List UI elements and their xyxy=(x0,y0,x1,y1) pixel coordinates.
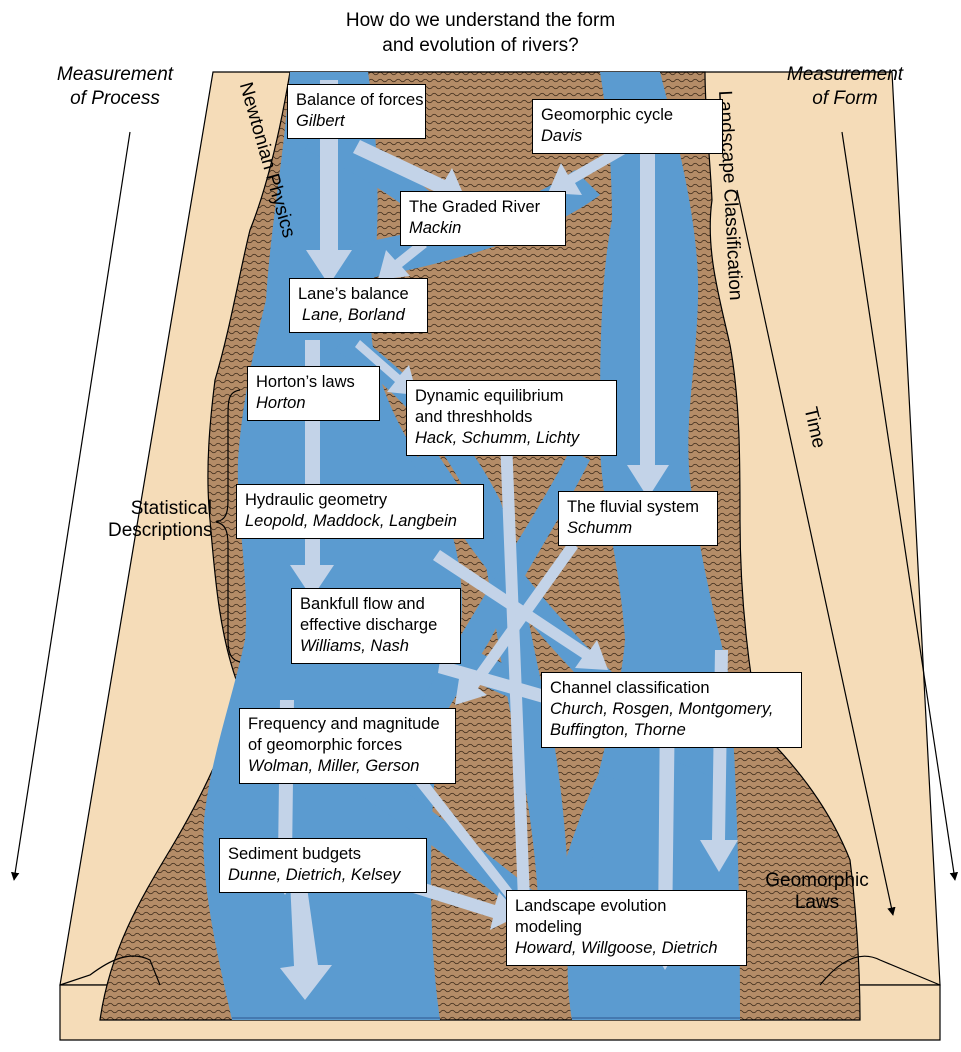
left-heading-line-2: of Process xyxy=(40,87,190,111)
concept-sediment-budgets: Sediment budgets Dunne, Dietrich, Kelsey xyxy=(219,838,427,893)
right-heading-line-1: Measurement xyxy=(770,63,920,87)
concept-authors: Howard, Willgoose, Dietrich xyxy=(515,938,738,959)
concept-name: Landscape evolution xyxy=(515,896,738,917)
concept-authors: Gilbert xyxy=(296,111,417,132)
concept-name-line-2: and threshholds xyxy=(415,407,608,428)
left-heading-line-1: Measurement xyxy=(40,63,190,87)
left-heading: Measurement of Process xyxy=(40,63,190,111)
concept-geomorphic-cycle: Geomorphic cycle Davis xyxy=(532,99,723,154)
concept-authors: Church, Rosgen, Montgomery, Buffington, … xyxy=(550,699,793,741)
concept-graded-river: The Graded River Mackin xyxy=(400,191,566,246)
concept-authors: Wolman, Miller, Gerson xyxy=(248,756,447,777)
concept-name: Hydraulic geometry xyxy=(245,490,475,511)
statistical-line-1: Statistical xyxy=(108,498,212,520)
concept-authors: Mackin xyxy=(409,218,557,239)
concept-name: Sediment budgets xyxy=(228,844,418,865)
right-heading-line-2: of Form xyxy=(770,87,920,111)
diagram-title-line-1: How do we understand the form xyxy=(0,8,961,34)
concept-authors: Schumm xyxy=(567,518,709,539)
concept-authors: Horton xyxy=(256,393,371,414)
right-heading: Measurement of Form xyxy=(770,63,920,111)
concept-name-line-2: modeling xyxy=(515,917,738,938)
concept-lanes-balance: Lane’s balance Lane, Borland xyxy=(289,278,428,333)
concept-channel-classification: Channel classification Church, Rosgen, M… xyxy=(541,672,802,748)
concept-authors: Hack, Schumm, Lichty xyxy=(415,428,608,449)
concept-balance-of-forces: Balance of forces Gilbert xyxy=(287,84,426,139)
concept-name: Dynamic equilibrium xyxy=(415,386,608,407)
concept-name: The fluvial system xyxy=(567,497,709,518)
concept-hortons-laws: Horton’s laws Horton xyxy=(247,366,380,421)
concept-name: Balance of forces xyxy=(296,90,417,111)
concept-authors: Dunne, Dietrich, Kelsey xyxy=(228,865,418,886)
concept-hydraulic-geometry: Hydraulic geometry Leopold, Maddock, Lan… xyxy=(236,484,484,539)
concept-fluvial-system: The fluvial system Schumm xyxy=(558,491,718,546)
geomorphic-line-2: Laws xyxy=(752,892,882,914)
concept-name: Frequency and magnitude xyxy=(248,714,447,735)
concept-authors: Davis xyxy=(541,126,714,147)
concept-authors: Lane, Borland xyxy=(298,305,419,326)
concept-authors: Leopold, Maddock, Langbein xyxy=(245,511,475,532)
concept-dynamic-equilibrium: Dynamic equilibrium and threshholds Hack… xyxy=(406,380,617,456)
statistical-descriptions-label: Statistical Descriptions xyxy=(108,498,212,542)
concept-name: Horton’s laws xyxy=(256,372,371,393)
concept-name: The Graded River xyxy=(409,197,557,218)
geomorphic-laws-label: Geomorphic Laws xyxy=(752,870,882,914)
diagram-title-line-2: and evolution of rivers? xyxy=(0,33,961,59)
concept-name-line-2: effective discharge xyxy=(300,615,452,636)
concept-landscape-evolution: Landscape evolution modeling Howard, Wil… xyxy=(506,890,747,966)
statistical-line-2: Descriptions xyxy=(108,520,212,542)
concept-name: Channel classification xyxy=(550,678,793,699)
concept-name-line-2: of geomorphic forces xyxy=(248,735,447,756)
geomorphic-line-1: Geomorphic xyxy=(752,870,882,892)
concept-name: Bankfull flow and xyxy=(300,594,452,615)
concept-name: Geomorphic cycle xyxy=(541,105,714,126)
concept-bankfull-flow: Bankfull flow and effective discharge Wi… xyxy=(291,588,461,664)
concept-frequency-magnitude: Frequency and magnitude of geomorphic fo… xyxy=(239,708,456,784)
concept-name: Lane’s balance xyxy=(298,284,419,305)
concept-authors: Williams, Nash xyxy=(300,636,452,657)
